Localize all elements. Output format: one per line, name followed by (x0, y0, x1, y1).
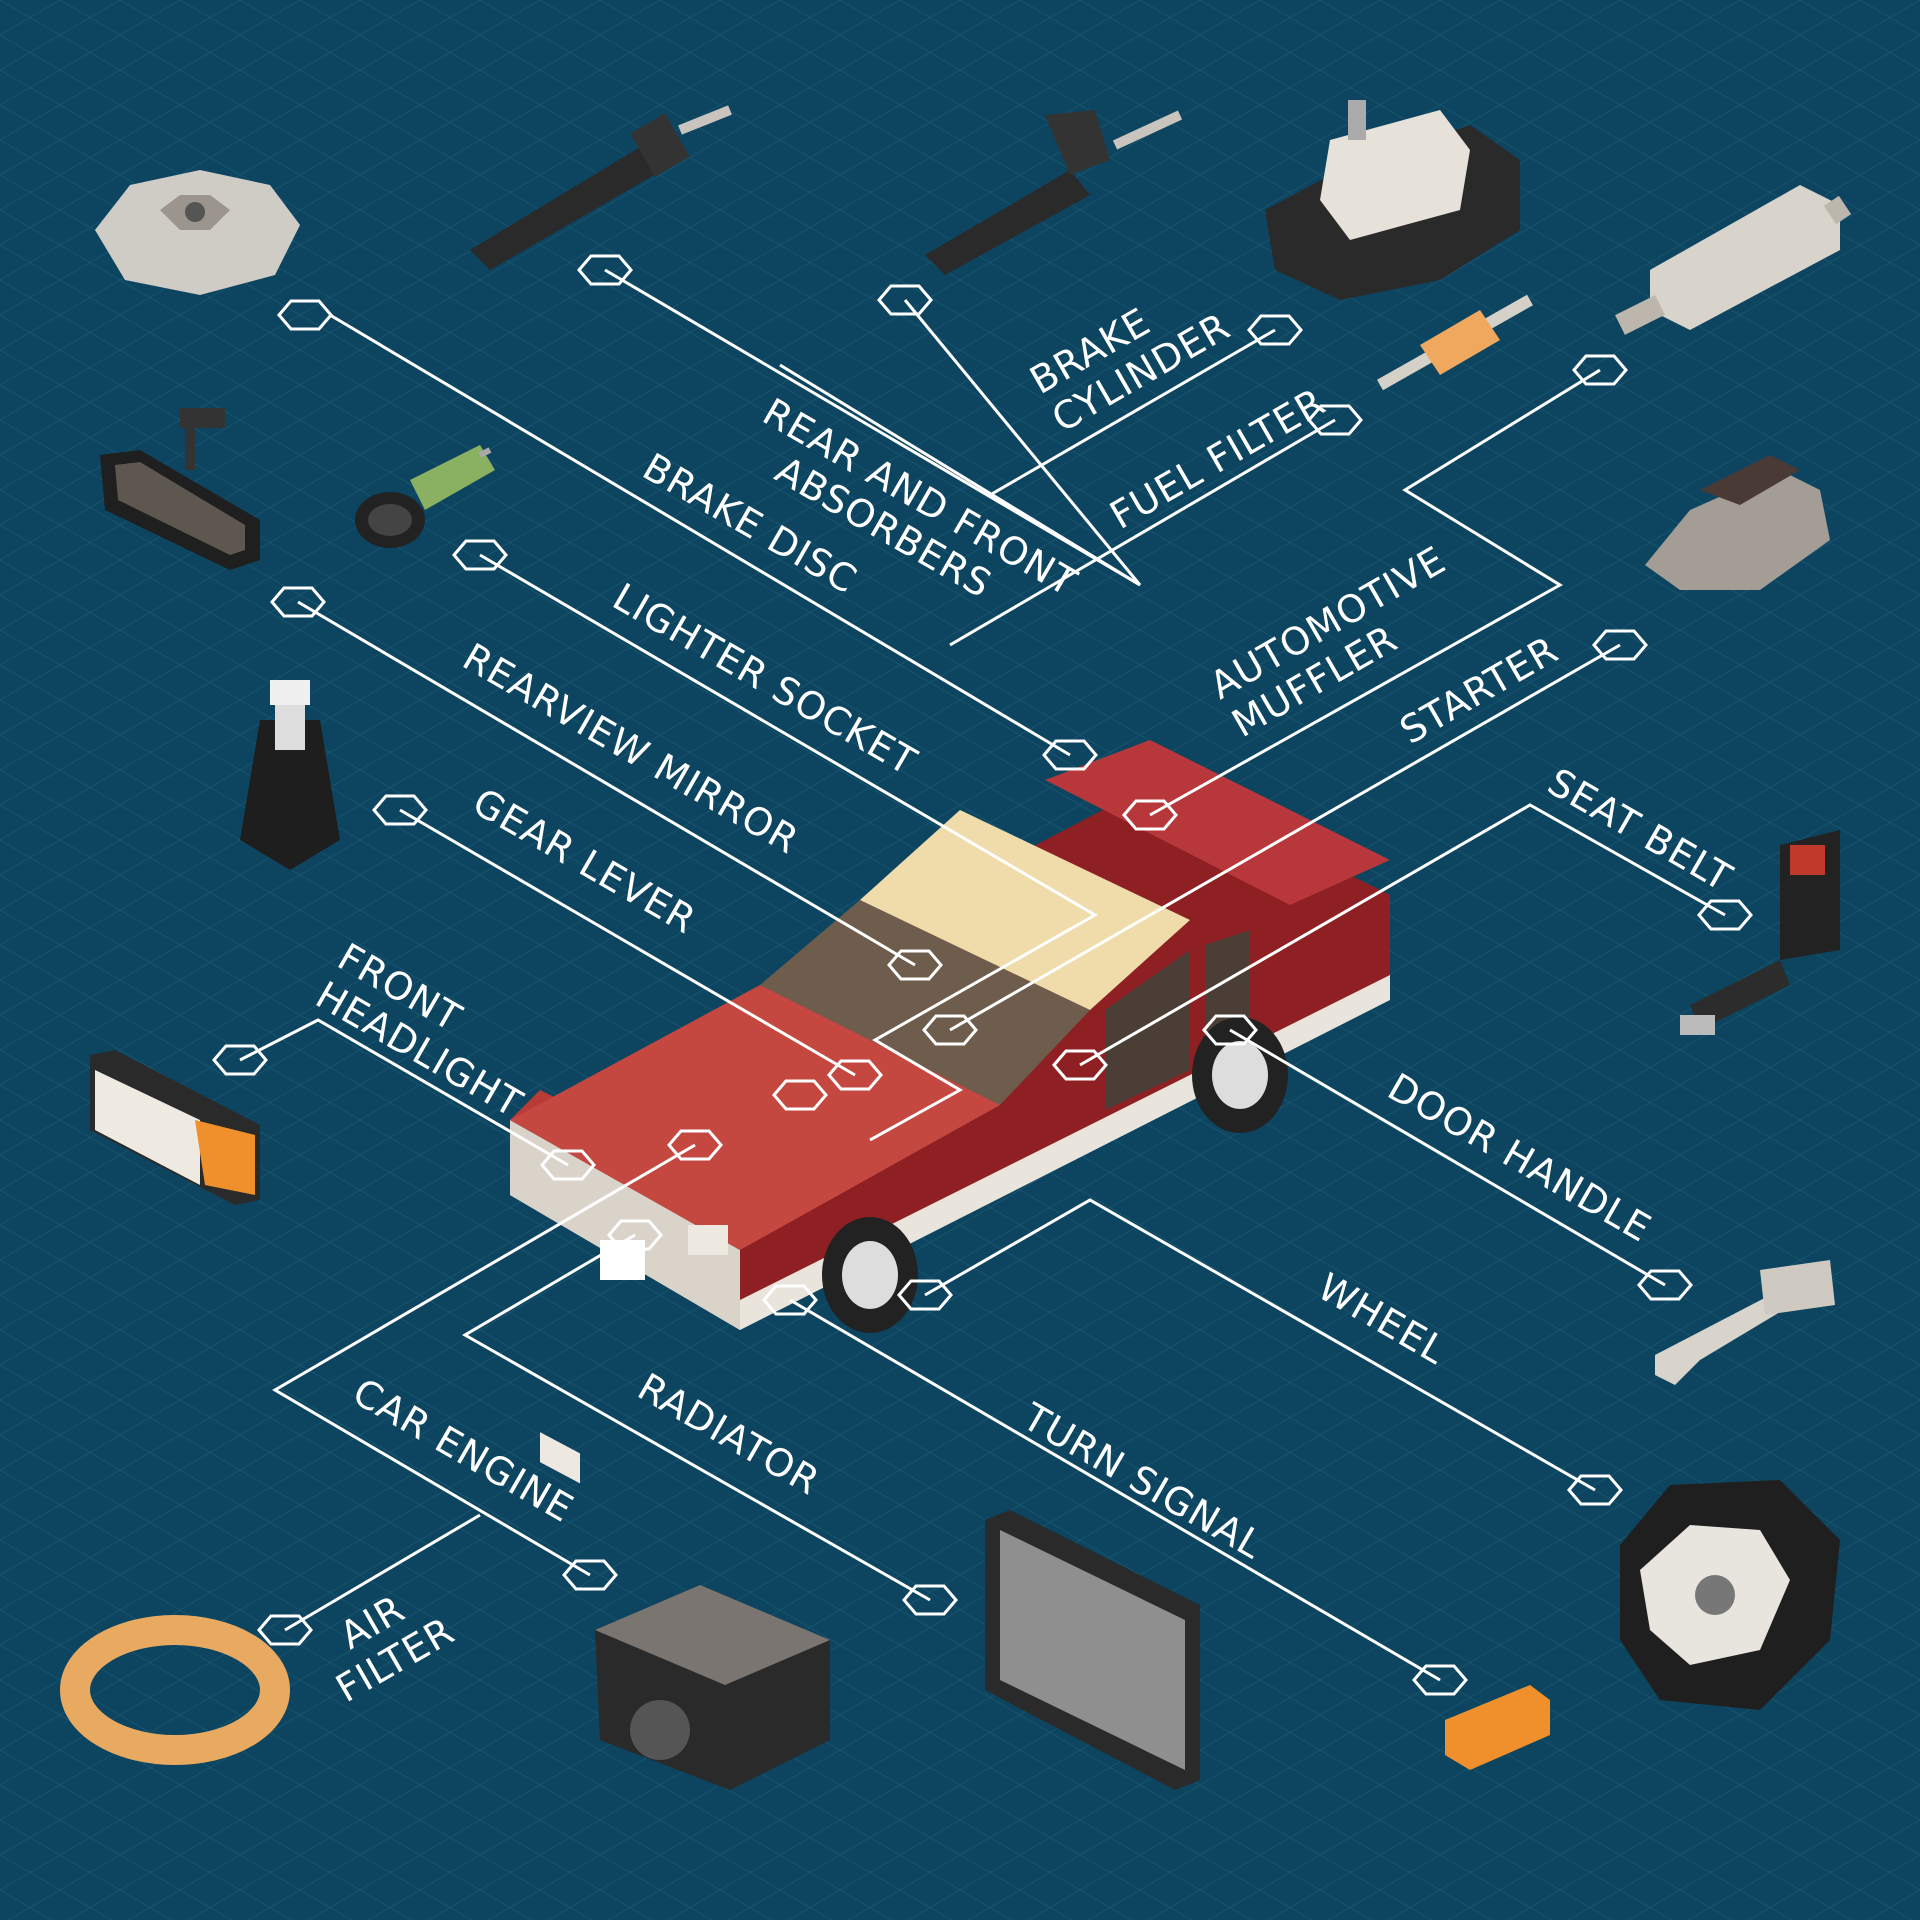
connector-lines (239, 268, 1726, 1682)
muffler-icon (1615, 185, 1852, 335)
seat-belt-icon (1680, 830, 1840, 1035)
air-filter-icon (60, 1615, 290, 1765)
door-handle-icon (1655, 1260, 1835, 1385)
starter-icon (1645, 455, 1830, 590)
front-absorber-icon (925, 110, 1183, 275)
lighter-socket-icon (355, 445, 495, 548)
brake-cylinder-icon (1265, 100, 1520, 300)
front-wheel (822, 1217, 918, 1333)
brake-disc-icon (95, 170, 300, 295)
headlight-icon (90, 1050, 260, 1205)
fuel-filter-icon (1377, 294, 1533, 391)
rear-wheel (1192, 1017, 1288, 1133)
turn-signal-icon (1445, 1685, 1550, 1770)
radiator-icon (985, 1510, 1200, 1790)
wheel-icon (1620, 1480, 1840, 1710)
engine-icon (595, 1585, 830, 1790)
gear-lever-icon (240, 680, 340, 870)
car (510, 740, 1390, 1484)
rearview-mirror-icon (100, 408, 260, 570)
rear-absorber-icon (470, 105, 732, 270)
